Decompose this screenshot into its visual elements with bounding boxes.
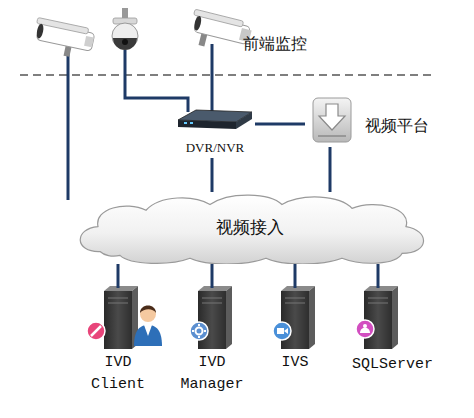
cloud-node: 视频接入 bbox=[70, 192, 430, 264]
bullet-camera bbox=[31, 17, 95, 61]
section-label: 前端监控 bbox=[243, 34, 307, 55]
ivs-badge bbox=[273, 322, 291, 340]
node-label: 视频接入 bbox=[70, 216, 430, 238]
connector-line bbox=[211, 264, 214, 288]
dvr-node: DVR/NVR bbox=[175, 100, 255, 158]
node-label: IVD Manager bbox=[177, 352, 247, 396]
node-label: 视频平台 bbox=[355, 116, 439, 136]
sql-badge bbox=[356, 320, 374, 338]
connector-line bbox=[329, 147, 332, 192]
dome-camera bbox=[112, 8, 138, 50]
node-label: DVR/NVR bbox=[175, 140, 255, 156]
connector-line bbox=[377, 264, 380, 288]
connector-line bbox=[117, 264, 120, 288]
client-badge bbox=[87, 322, 105, 340]
server-node: SQLServer bbox=[345, 288, 440, 400]
camera-wires bbox=[68, 44, 212, 200]
connector-line bbox=[255, 123, 305, 126]
server-node: IVD Manager bbox=[177, 288, 247, 400]
dvr-device bbox=[178, 110, 252, 129]
server-towers bbox=[104, 286, 398, 349]
node-label: IVS bbox=[260, 352, 330, 374]
separator-line bbox=[20, 74, 436, 76]
platform-node: 视频平台 bbox=[305, 92, 440, 147]
server-node: IVD Client bbox=[83, 288, 153, 400]
user-icon bbox=[134, 306, 162, 347]
node-label: SQLServer bbox=[345, 354, 440, 376]
connector-line bbox=[211, 158, 214, 192]
platform-icon bbox=[313, 98, 351, 142]
server-node: IVS bbox=[260, 288, 330, 400]
node-label: IVD Client bbox=[83, 352, 153, 396]
manager-badge bbox=[190, 322, 208, 340]
connector-line bbox=[294, 264, 297, 288]
